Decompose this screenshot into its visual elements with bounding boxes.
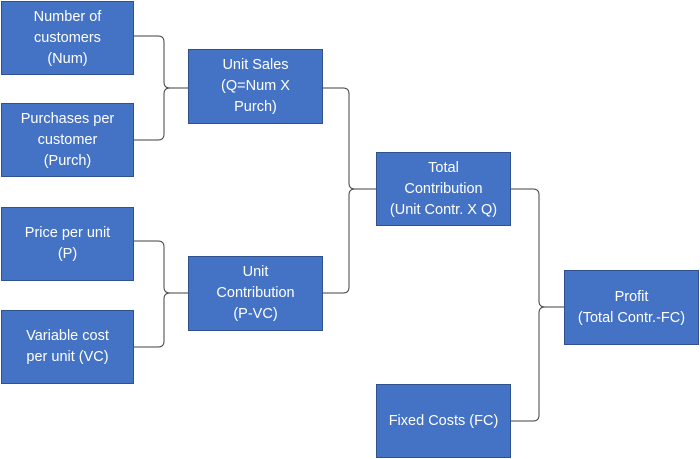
connector-unit-contribution-to-total-contribution xyxy=(323,188,376,294)
node-fixed-costs: Fixed Costs (FC) xyxy=(376,384,511,458)
connector-unit-sales-to-total-contribution xyxy=(323,87,376,190)
node-number-of-customers: Number of customers (Num) xyxy=(1,1,134,75)
connector-fixed-costs-to-profit xyxy=(511,306,564,422)
node-profit: Profit (Total Contr.-FC) xyxy=(564,270,699,345)
connector-purch-to-unit-sales xyxy=(134,87,188,141)
connector-vc-to-unit-contribution xyxy=(134,292,188,348)
connector-price-to-unit-contribution xyxy=(134,240,188,294)
node-price-per-unit: Price per unit (P) xyxy=(1,207,134,281)
connector-total-contribution-to-profit xyxy=(511,188,564,308)
connector-num-to-unit-sales xyxy=(134,35,188,89)
node-unit-sales: Unit Sales (Q=Num X Purch) xyxy=(188,49,323,124)
node-total-contribution: Total Contribution (Unit Contr. X Q) xyxy=(376,152,511,226)
node-variable-cost-per-unit: Variable cost per unit (VC) xyxy=(1,310,134,384)
node-unit-contribution: Unit Contribution (P-VC) xyxy=(188,256,323,331)
node-purchases-per-customer: Purchases per customer (Purch) xyxy=(1,103,134,177)
